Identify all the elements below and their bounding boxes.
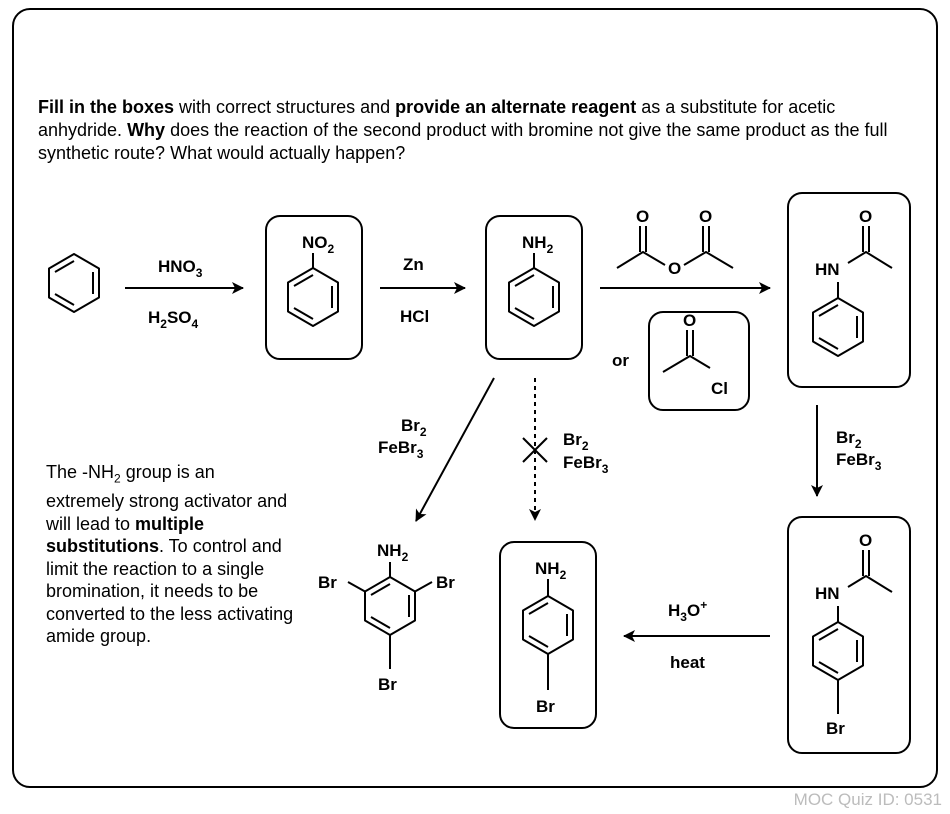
note-text-1: The -NH [46, 462, 115, 482]
acetanilide-nh: HN [815, 260, 840, 279]
prompt-text-2: as a substitute for acetic anhydride. [38, 97, 836, 140]
catalyst-reagent-left: FeBr3 [378, 438, 424, 461]
bromoaniline-structure: NH2 Br [522, 559, 574, 716]
aniline-answer-box [485, 215, 583, 360]
bromoaniline-amino: NH2 [535, 559, 567, 582]
bromoacetanilide-oxygen: O [859, 531, 872, 550]
benzene-structure [48, 253, 100, 313]
acyl-chloride-chlorine: Cl [711, 379, 728, 398]
prompt-bold-3: Why [127, 120, 166, 140]
prompt-bold-1: Fill in the boxes [38, 97, 175, 117]
acetanilide-answer-box [787, 192, 911, 388]
bromoaniline-answer-box [499, 541, 597, 729]
anhydride-bridge-oxygen: O [668, 259, 681, 278]
direct-bromination-arrow [415, 377, 495, 522]
prompt-text-1: with correct structures and [174, 97, 396, 117]
reduction-reagent-top: Zn [403, 255, 424, 274]
hydrolysis-reagent-bottom: heat [670, 653, 705, 672]
nitration-reagent-bottom: H2SO4 [148, 308, 199, 331]
anhydride-oxygen-1: O [636, 207, 649, 226]
anhydride-oxygen-2: O [699, 207, 712, 226]
bromoacetanilide-answer-box [787, 516, 911, 754]
prompt-bold-2: provide an alternate reagent [395, 97, 637, 117]
or-label: or [612, 351, 629, 370]
explanation-note: The -NH2 group is an extremely strong ac… [46, 461, 296, 648]
nitro-label: NO2 [302, 233, 335, 256]
acetyl-chloride-structure: O Cl [662, 311, 728, 398]
bromine-reagent-right: Br2 [836, 428, 862, 451]
bromoaniline-br: Br [536, 697, 555, 716]
tribromoaniline-amino: NH2 [377, 541, 409, 564]
bromine-reagent-middle: Br2 [563, 430, 589, 453]
nitrobenzene-answer-box [265, 215, 363, 360]
note-bold: multiple substitutions [46, 513, 205, 557]
acetic-anhydride-structure: O O O [616, 207, 734, 278]
tribromoaniline-br-left: Br [318, 573, 337, 592]
tribromoaniline-br-right: Br [436, 573, 455, 592]
bromoacetanilide-nh: HN [815, 584, 840, 603]
tribromoaniline-structure: NH2 Br Br Br [318, 541, 455, 694]
bromoacetanilide-br: Br [826, 719, 845, 738]
question-prompt: Fill in the boxes with correct structure… [38, 96, 918, 165]
acetanilide-oxygen: O [859, 207, 872, 226]
acyl-chloride-oxygen: O [683, 311, 696, 330]
acetanilide-structure: O HN [812, 207, 893, 357]
catalyst-reagent-right: FeBr3 [836, 450, 882, 473]
note-text-2: group is an extremely strong activator a… [46, 462, 288, 534]
amino-label: NH2 [522, 233, 554, 256]
reduction-reagent-bottom: HCl [400, 307, 429, 326]
tribromoaniline-br-bottom: Br [378, 675, 397, 694]
aniline-structure: NH2 [508, 233, 560, 327]
note-text-3: . To control and limit the reaction to a… [46, 536, 294, 647]
prompt-text-3: does the reaction of the second product … [38, 120, 888, 163]
catalyst-reagent-middle: FeBr3 [563, 453, 609, 476]
bromoacetanilide-structure: O HN Br [812, 531, 893, 738]
quiz-id-label: MOC Quiz ID: 0531 [793, 790, 942, 809]
acetyl-chloride-answer-box [648, 311, 750, 411]
bromine-reagent-left: Br2 [401, 416, 427, 439]
note-subscript: 2 [114, 471, 121, 486]
quiz-card [12, 8, 938, 788]
hydrolysis-reagent-top: H3O+ [668, 598, 707, 624]
nitrobenzene-structure: NO2 [287, 233, 339, 327]
nitration-reagent-top: HNO3 [158, 257, 203, 280]
cross-mark-icon [522, 437, 548, 463]
